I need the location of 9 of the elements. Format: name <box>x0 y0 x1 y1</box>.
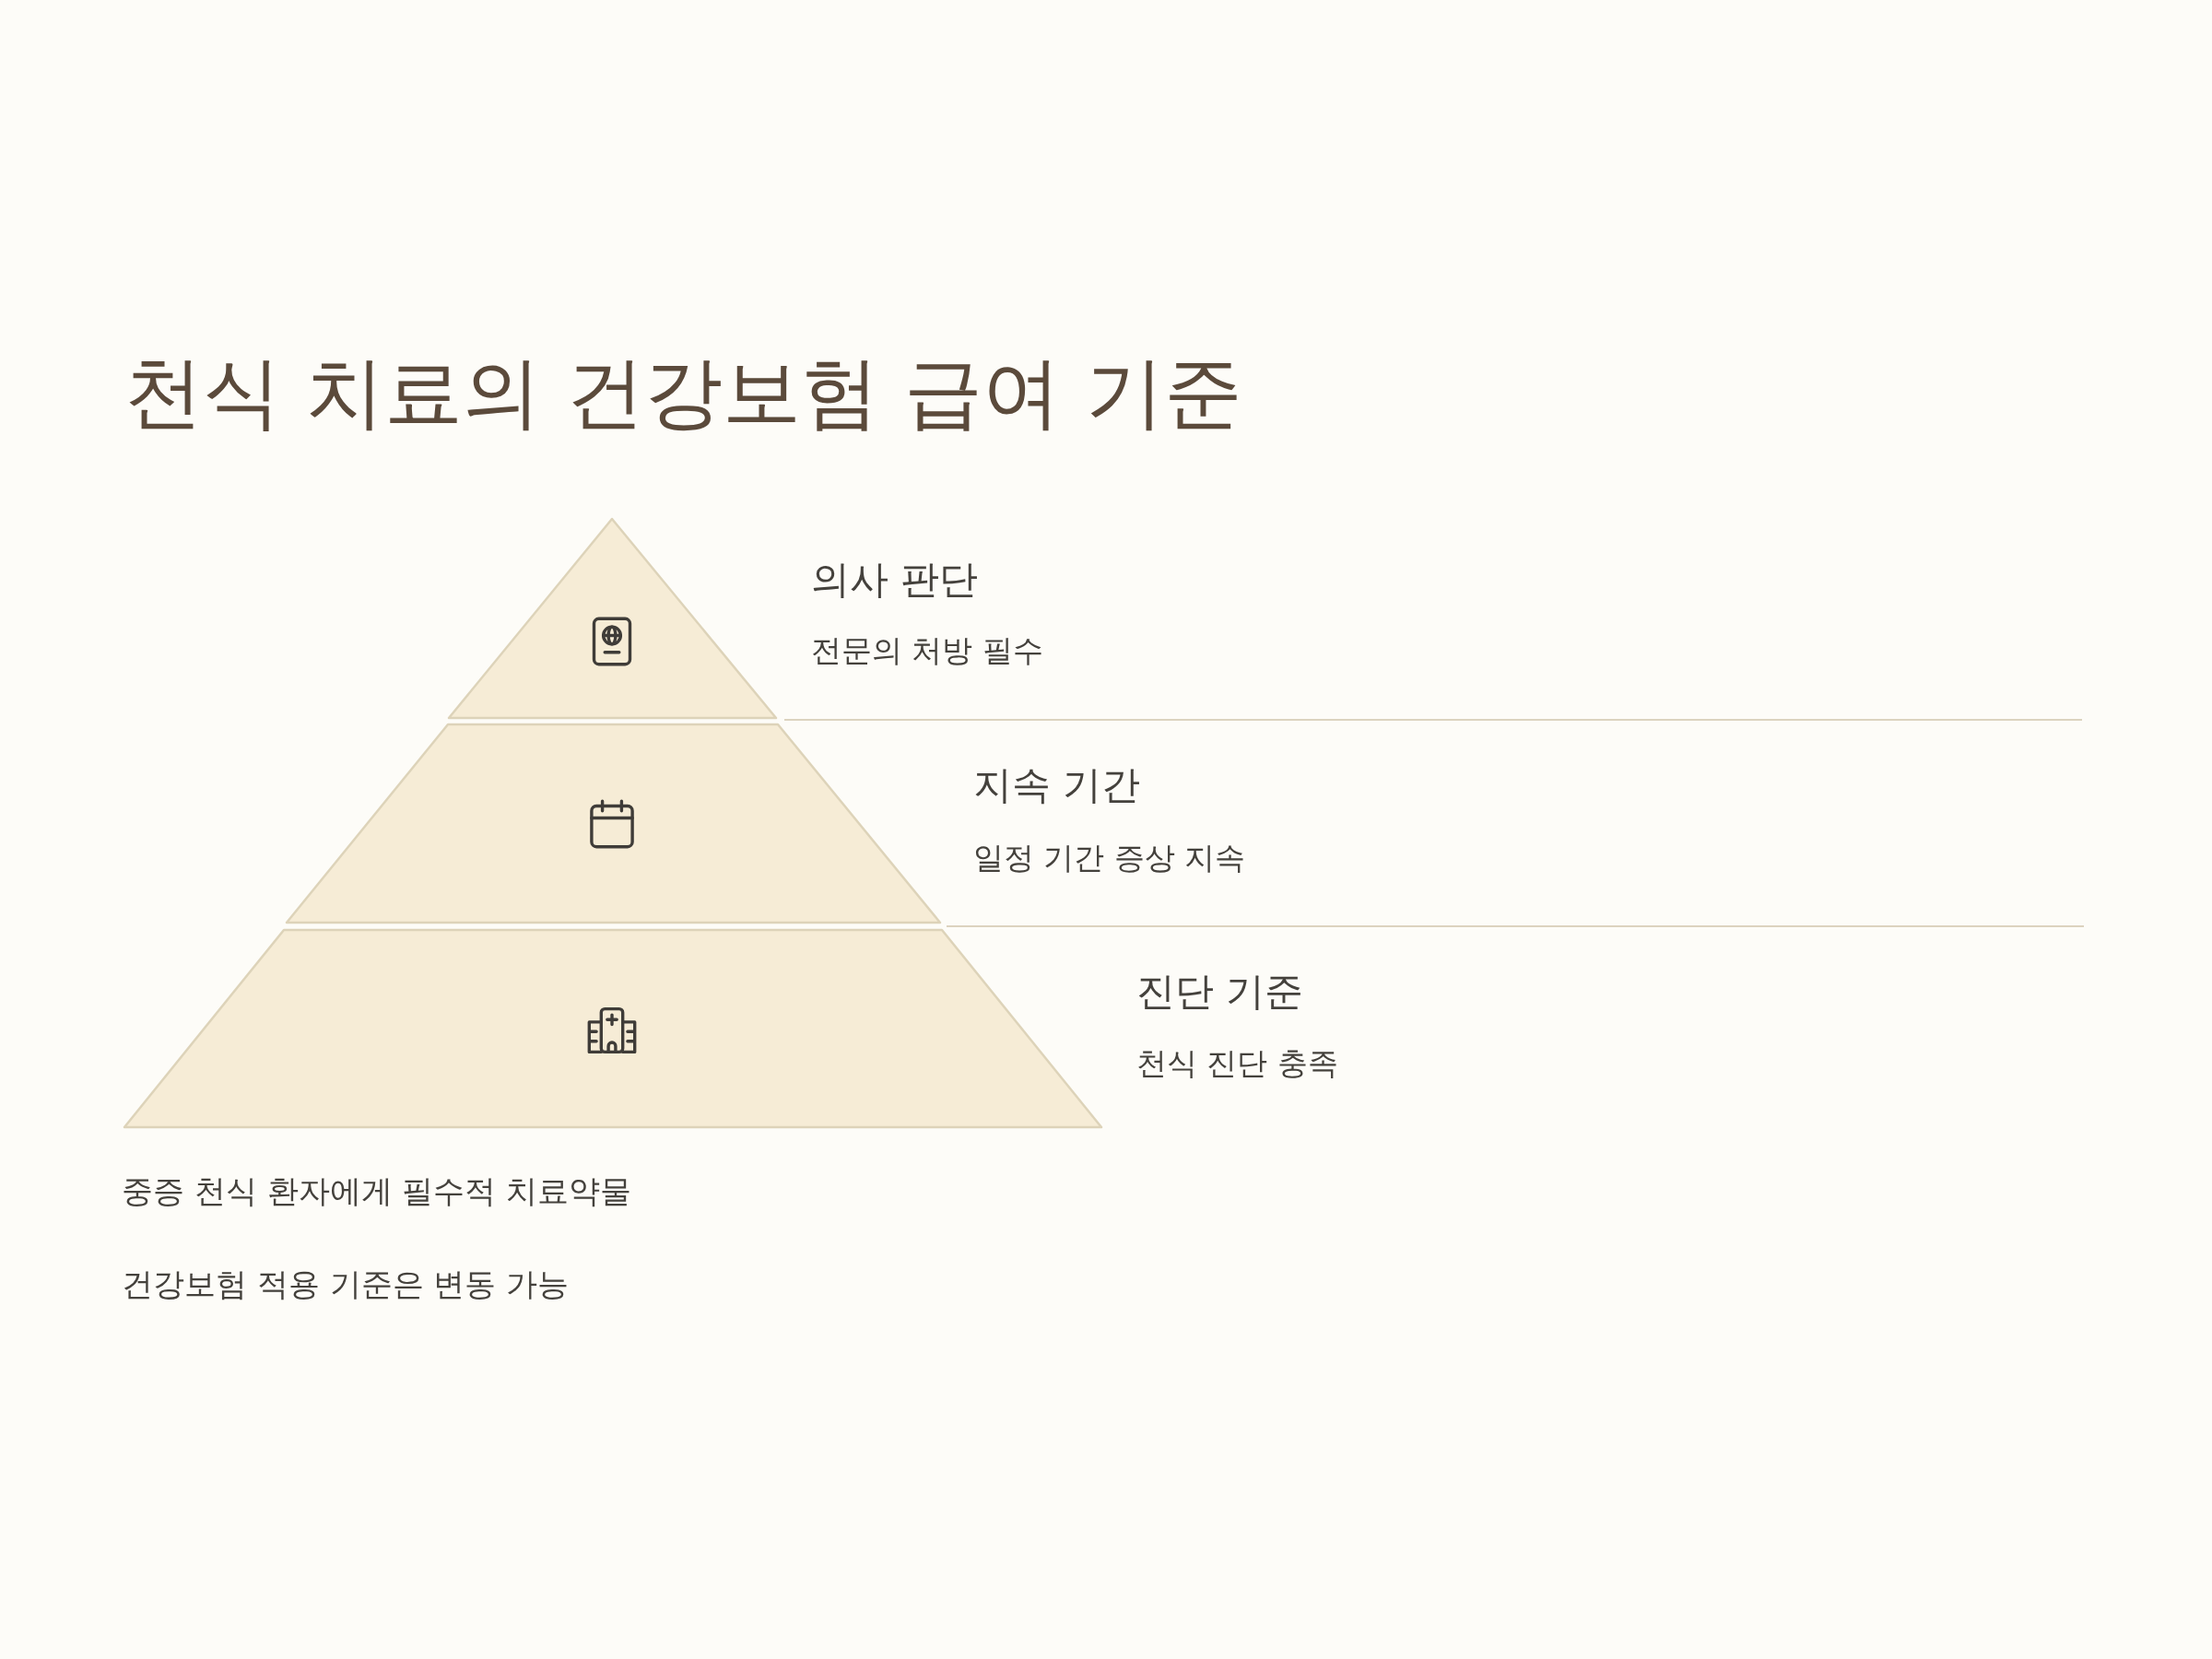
tier-description: 천식 진단 충족 <box>1136 1048 1338 1078</box>
footnote-text: 건강보험 적용 기준은 변동 가능 <box>122 1268 570 1300</box>
diagram-title: 천식 치료의 건강보험 급여 기준 <box>124 353 1243 431</box>
tier-description: 일정 기간 증상 지속 <box>973 842 1246 873</box>
footnote-text: 중증 천식 환자에게 필수적 치료약물 <box>122 1175 632 1206</box>
tier-heading: 의사 판단 <box>811 560 979 599</box>
tier-heading: 진단 기준 <box>1136 972 1304 1011</box>
tier-heading: 지속 기간 <box>973 766 1141 805</box>
tier-description: 전문의 처방 필수 <box>811 635 1043 665</box>
